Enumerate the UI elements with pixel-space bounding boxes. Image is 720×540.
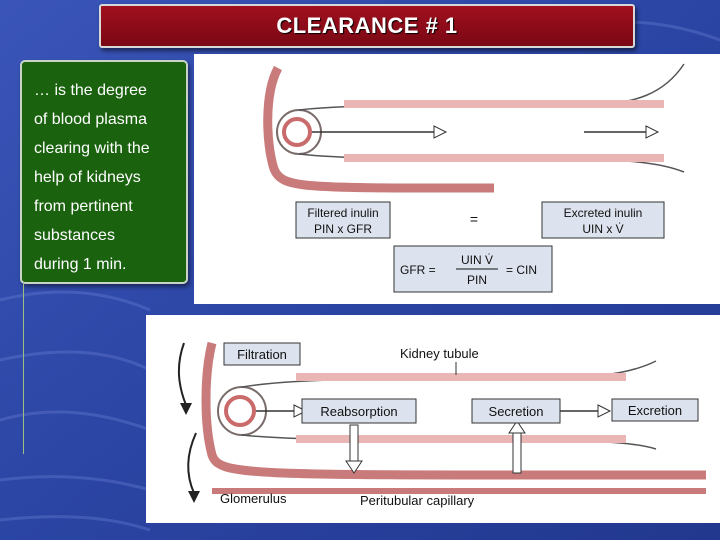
excreted-title: Excreted inulin	[564, 206, 643, 220]
flow-arrowhead-2	[645, 125, 660, 139]
tubule-flow-arrowhead-1	[293, 404, 308, 418]
definition-line: help of kidneys	[34, 169, 141, 186]
gfr-denominator: PIN	[467, 273, 487, 287]
tubule-cells-bottom	[344, 154, 664, 162]
gfr-right: = CIN	[506, 263, 537, 277]
inulin-diagram: Filtered inulin PIN x GFR = Excreted inu…	[263, 63, 685, 293]
renal-process-diagram: Filtration Kidney tubule Reabsorption Se…	[177, 341, 707, 508]
gfr-numerator: UIN V̇	[461, 253, 493, 267]
excretion-label: Excretion	[628, 403, 682, 418]
equals-sign: =	[470, 211, 478, 227]
slide-title: CLEARANCE # 1	[276, 13, 458, 38]
definition-line: … is the degree	[34, 82, 147, 99]
glomerulus-icon	[224, 395, 256, 427]
tubule-cells-top	[344, 100, 664, 108]
tubule-cells-bottom	[296, 435, 626, 443]
flow-arrowhead-1	[433, 125, 448, 139]
renal-process-panel: Filtration Kidney tubule Reabsorption Se…	[146, 315, 720, 523]
flow-in-arrow	[177, 342, 187, 406]
reabsorption-arrowhead	[345, 460, 363, 474]
definition-line: substances	[34, 227, 115, 244]
flow-out-arrow	[187, 432, 197, 494]
definition-line: during 1 min.	[34, 256, 127, 273]
flow-in-arrowhead	[180, 403, 192, 415]
tubule-flow-arrowhead-2	[597, 404, 612, 418]
excretion-box	[611, 398, 699, 422]
excreted-box	[541, 201, 665, 239]
definition-line: clearing with the	[34, 140, 150, 157]
reabsorption-arrow-shaft	[349, 424, 359, 462]
gfr-left: GFR =	[400, 263, 436, 277]
afferent-vessel	[263, 65, 495, 193]
secretion-arrow-shaft	[512, 432, 522, 474]
secretion-box	[471, 398, 561, 424]
definition-line: of blood plasma	[34, 111, 147, 128]
inulin-diagram-panel: Filtered inulin PIN x GFR = Excreted inu…	[194, 54, 720, 304]
excreted-formula: UIN x V̇	[582, 222, 623, 236]
glomerulus-icon	[282, 117, 312, 147]
glomerulus-label: Glomerulus	[220, 491, 287, 506]
secretion-arrowhead	[508, 420, 526, 434]
blood-vessel	[201, 341, 707, 480]
definition-line: from pertinent	[34, 198, 133, 215]
kidney-tubule-label: Kidney tubule	[400, 346, 479, 361]
secretion-label: Secretion	[489, 404, 544, 419]
filtered-formula: PIN x GFR	[314, 222, 372, 236]
definition-box: … is the degree of blood plasma clearing…	[20, 60, 188, 284]
filtration-box	[223, 342, 301, 366]
tubule-cells-top	[296, 373, 626, 381]
reabsorption-label: Reabsorption	[320, 404, 397, 419]
title-banner: CLEARANCE # 1	[99, 4, 635, 48]
filtered-box	[295, 201, 391, 239]
filtered-title: Filtered inulin	[307, 206, 378, 220]
decorative-line	[23, 284, 24, 454]
reabsorption-box	[301, 398, 417, 424]
flow-out-arrowhead	[188, 491, 200, 503]
filtration-label: Filtration	[237, 347, 287, 362]
peritubular-capillary-label: Peritubular capillary	[360, 493, 475, 508]
